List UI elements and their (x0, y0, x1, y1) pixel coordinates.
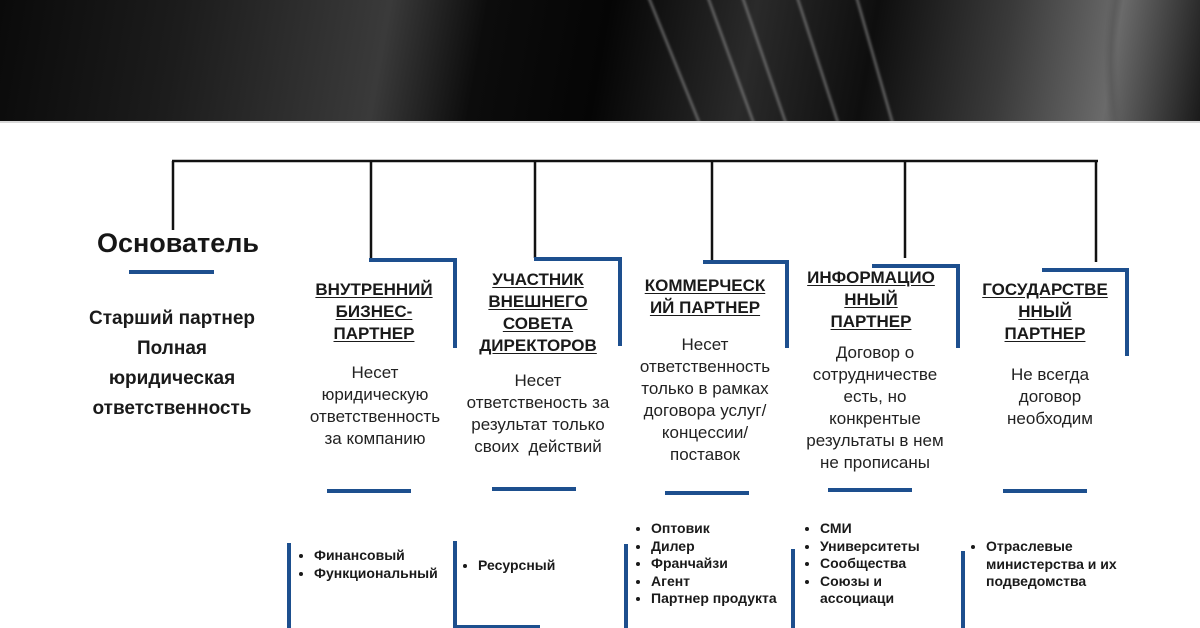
partner-4-title: ИНФОРМАЦИО ННЫЙ ПАРТНЕР (794, 267, 948, 333)
type-item: Франчайзи (651, 555, 811, 573)
type-item: Оптовик (651, 520, 811, 538)
title-line: ННЫЙ (844, 290, 898, 309)
founder-desc-line: Полная (137, 338, 207, 359)
partner-2-bracket (534, 257, 622, 346)
title-line: ПАРТНЕР (830, 312, 912, 331)
desc-line: договора услуг/ (643, 401, 767, 420)
type-item: Ресурсный (478, 557, 628, 575)
partner-1-title: ВНУТРЕННИЙ БИЗНЕС- ПАРТНЕР (298, 279, 450, 345)
type-item: Сообщества (820, 555, 948, 573)
founder-desc-line: ответственность (92, 398, 252, 419)
partner-2-description: Несет ответственость за результат только… (452, 370, 624, 458)
partner-1-bracket (369, 258, 457, 348)
partner-2-list-bracket (453, 541, 540, 628)
partner-4-description: Договор о сотрудничестве есть, но конкре… (790, 342, 960, 474)
partner-4-types: СМИ Университеты Сообщества Союзы и ассо… (804, 520, 948, 608)
title-line: УЧАСТНИК (492, 270, 584, 289)
partner-5-types: Отраслевые министерства и их подведомств… (970, 538, 1136, 591)
banner-divider (0, 121, 1200, 123)
desc-line: Несет (514, 371, 562, 390)
founder-title: Основатель (96, 228, 260, 258)
type-item: Агент (651, 573, 811, 591)
partner-3-title: КОММЕРЧЕСК ИЙ ПАРТНЕР (632, 275, 778, 319)
accent-lines (129, 257, 1129, 628)
title-line: СОВЕТА (502, 314, 574, 333)
desc-line: конкрентые (829, 409, 921, 428)
partner-5-title: ГОСУДАРСТВЕ ННЫЙ ПАРТНЕР (966, 279, 1124, 345)
partner-1-description: Несет юридическую ответственность за ком… (290, 362, 460, 450)
desc-line: Договор о (835, 343, 915, 362)
desc-line: результат только (471, 415, 605, 434)
partner-5-description: Не всегда договор необходим (970, 364, 1130, 430)
desc-line: ответственность (309, 407, 441, 426)
desc-line: результаты в нем (806, 431, 944, 450)
desc-line: Несет (681, 335, 729, 354)
title-line: ИНФОРМАЦИО (807, 268, 935, 287)
partner-2-types: Ресурсный (462, 557, 628, 575)
founder-desc-line: юридическая (108, 368, 236, 389)
title-line: ГОСУДАРСТВЕ (982, 280, 1108, 299)
desc-line: своих действий (474, 437, 602, 456)
tree-lines (171, 159, 1098, 262)
desc-line: ответственность (639, 357, 771, 376)
desc-line: есть, но (843, 387, 907, 406)
title-line: ВНЕШНЕГО (488, 292, 588, 311)
desc-line: Несет (351, 363, 399, 382)
title-line: ПАРТНЕР (333, 324, 415, 343)
title-line: ВНУТРЕННИЙ (315, 280, 433, 299)
title-line: ИЙ ПАРТНЕР (649, 298, 761, 317)
type-item: Партнер продукта (651, 590, 811, 608)
partner-5-bracket (1042, 268, 1129, 356)
desc-line: Не всегда (1010, 365, 1090, 384)
title-line: ДИРЕКТОРОВ (479, 336, 597, 355)
type-item: Союзы и ассоциаци (820, 573, 948, 608)
title-line: БИЗНЕС- (335, 302, 413, 321)
title-line: ННЫЙ (1018, 302, 1072, 321)
type-item: Функциональный (314, 565, 474, 583)
desc-line: сотрудничестве (812, 365, 938, 384)
partner-3-types: Оптовик Дилер Франчайзи Агент Партнер пр… (635, 520, 811, 608)
founder-description: Старший партнер Полная юридическая ответ… (66, 304, 278, 424)
desc-line: за компанию (324, 429, 426, 448)
title-line: ПАРТНЕР (1004, 324, 1086, 343)
partner-1-types: Финансовый Функциональный (298, 547, 474, 582)
type-item: СМИ (820, 520, 948, 538)
type-item: Отраслевые министерства и их подведомств… (986, 538, 1136, 591)
type-item: Финансовый (314, 547, 474, 565)
partner-2-title: УЧАСТНИК ВНЕШНЕГО СОВЕТА ДИРЕКТОРОВ (460, 269, 616, 357)
founder-desc-line: Старший партнер (88, 308, 256, 329)
desc-line: поставок (670, 445, 740, 464)
type-item: Университеты (820, 538, 948, 556)
type-item: Дилер (651, 538, 811, 556)
desc-line: юридическую (321, 385, 429, 404)
title-line: КОММЕРЧЕСК (644, 276, 766, 295)
desc-line: ответственость за (466, 393, 610, 412)
desc-line: только в рамках (641, 379, 769, 398)
partner-3-description: Несет ответственность только в рамках до… (628, 334, 782, 466)
partner-3-bracket (703, 260, 789, 348)
desc-line: договор (1018, 387, 1082, 406)
desc-line: не прописаны (820, 453, 930, 472)
header-banner-image (0, 0, 1200, 122)
desc-line: необходим (1007, 409, 1093, 428)
partner-4-bracket (872, 264, 960, 348)
desc-line: концессии/ (661, 423, 749, 442)
